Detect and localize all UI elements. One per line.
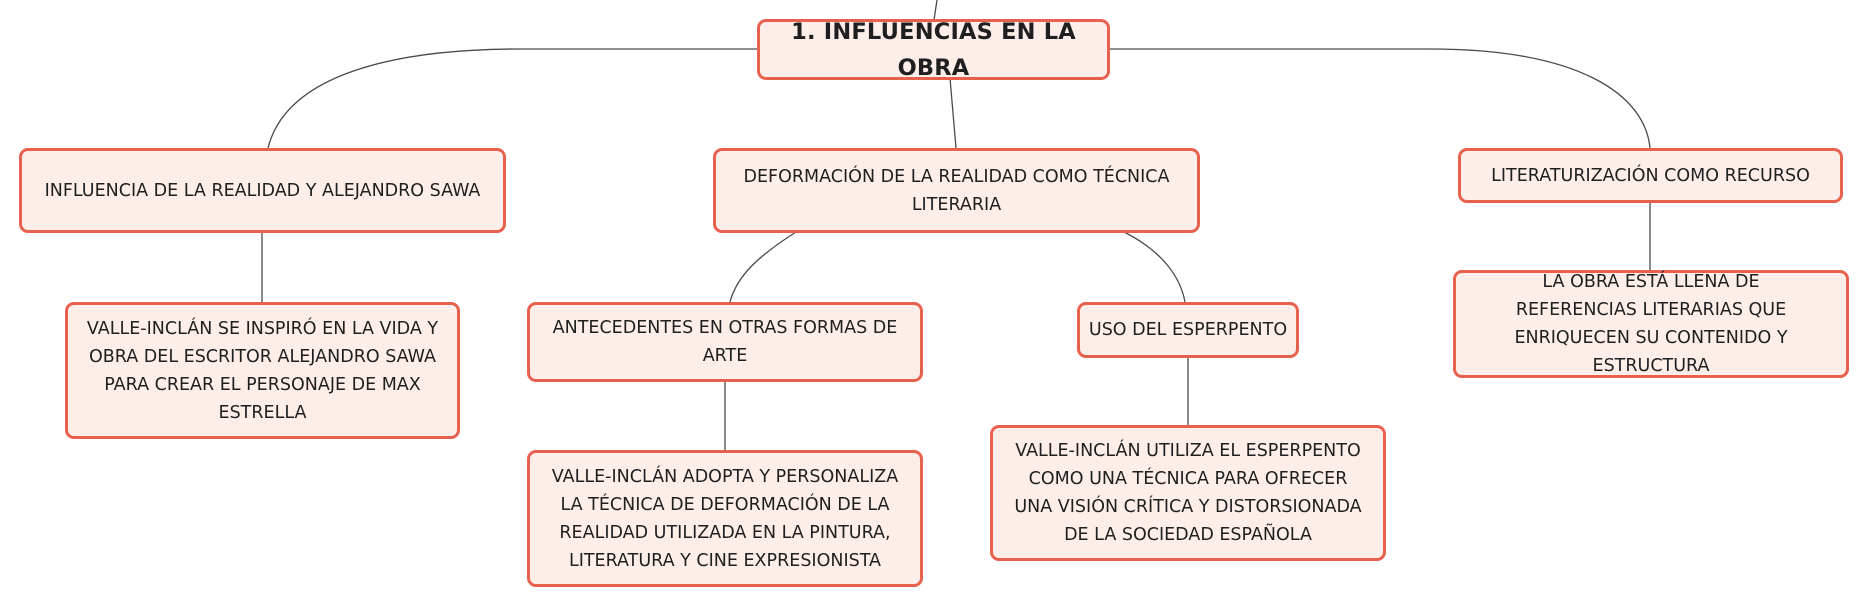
topic-node-deformacion[interactable]: DEFORMACIÓN DE LA REALIDAD COMO TÉCNICA … bbox=[713, 148, 1200, 233]
connector-root-to-sawa bbox=[267, 48, 759, 149]
detail-label-esperpento: VALLE-INCLÁN UTILIZA EL ESPERPENTO COMO … bbox=[1014, 441, 1362, 545]
connector-deformacion-to-antecedentes bbox=[729, 231, 797, 303]
topic-node-sawa[interactable]: INFLUENCIA DE LA REALIDAD Y ALEJANDRO SA… bbox=[19, 148, 506, 233]
subtopic-label-esperpento: USO DEL ESPERPENTO bbox=[1088, 320, 1288, 340]
subtopic-node-sawa-detail[interactable]: VALLE-INCLÁN SE INSPIRÓ EN LA VIDA Y OBR… bbox=[65, 302, 460, 439]
topic-node-literaturizacion[interactable]: LITERATURIZACIÓN COMO RECURSO bbox=[1458, 148, 1843, 203]
topic-label-literaturizacion: LITERATURIZACIÓN COMO RECURSO bbox=[1491, 165, 1810, 186]
subtopic-node-literaturizacion-detail[interactable]: LA OBRA ESTÁ LLENA DE REFERENCIAS LITERA… bbox=[1453, 270, 1849, 378]
connector-deformacion-to-esperpento bbox=[1123, 231, 1186, 303]
connector-parent-to-root bbox=[933, 0, 938, 21]
root-topic-label: 1. INFLUENCIAS EN LA OBRA bbox=[791, 18, 1076, 81]
subtopic-node-antecedentes[interactable]: ANTECEDENTES EN OTRAS FORMAS DE ARTE bbox=[527, 302, 923, 382]
subtopic-label-literaturizacion-detail: LA OBRA ESTÁ LLENA DE REFERENCIAS LITERA… bbox=[1514, 272, 1788, 376]
connector-root-to-literaturizacion bbox=[1108, 48, 1651, 149]
root-topic-node[interactable]: 1. INFLUENCIAS EN LA OBRA bbox=[757, 19, 1110, 81]
detail-label-antecedentes: VALLE-INCLÁN ADOPTA Y PERSONALIZA LA TÉC… bbox=[551, 466, 899, 571]
detail-node-esperpento[interactable]: VALLE-INCLÁN UTILIZA EL ESPERPENTO COMO … bbox=[990, 425, 1386, 561]
topic-label-sawa: INFLUENCIA DE LA REALIDAD Y ALEJANDRO SA… bbox=[44, 180, 481, 201]
topic-label-deformacion: DEFORMACIÓN DE LA REALIDAD COMO TÉCNICA … bbox=[743, 166, 1170, 215]
connector-root-to-deformacion bbox=[949, 77, 957, 149]
subtopic-label-antecedentes: ANTECEDENTES EN OTRAS FORMAS DE ARTE bbox=[552, 318, 898, 366]
detail-node-antecedentes[interactable]: VALLE-INCLÁN ADOPTA Y PERSONALIZA LA TÉC… bbox=[527, 450, 923, 587]
subtopic-node-esperpento[interactable]: USO DEL ESPERPENTO bbox=[1077, 302, 1299, 358]
subtopic-label-sawa-detail: VALLE-INCLÁN SE INSPIRÓ EN LA VIDA Y OBR… bbox=[86, 318, 439, 423]
